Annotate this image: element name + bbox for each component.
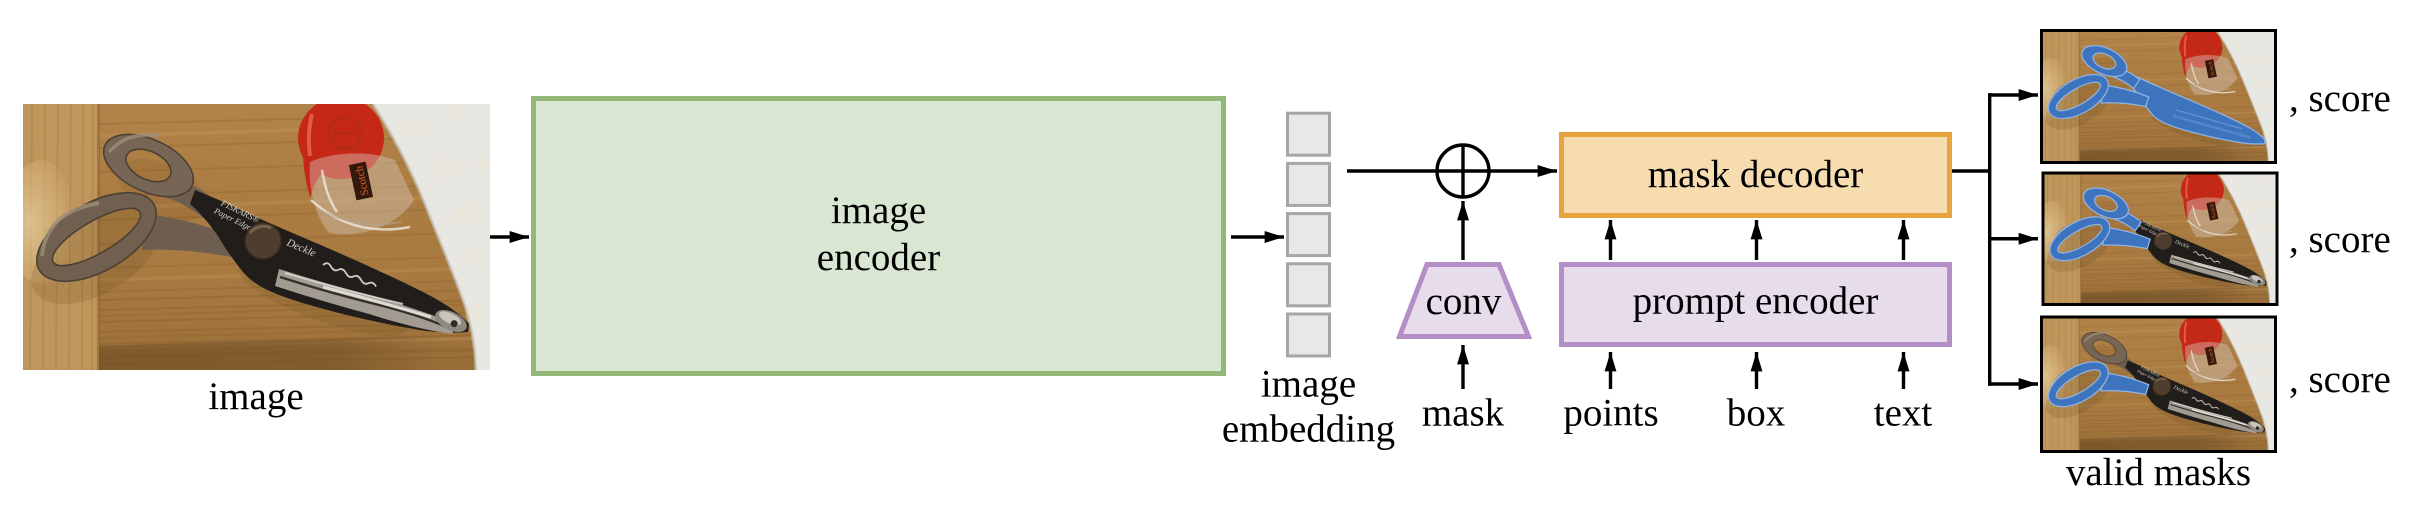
svg-text:, score: , score bbox=[2289, 77, 2391, 120]
svg-text:, score: , score bbox=[2289, 358, 2391, 401]
svg-text:conv: conv bbox=[1426, 280, 1502, 323]
svg-text:valid masks: valid masks bbox=[2066, 451, 2251, 494]
svg-text:box: box bbox=[1727, 392, 1786, 435]
svg-text:image: image bbox=[1261, 363, 1356, 406]
svg-text:, score: , score bbox=[2289, 218, 2391, 261]
svg-text:text: text bbox=[1874, 392, 1933, 435]
svg-text:image: image bbox=[831, 189, 926, 232]
svg-text:mask: mask bbox=[1422, 392, 1505, 435]
svg-text:points: points bbox=[1563, 392, 1658, 435]
svg-text:encoder: encoder bbox=[817, 236, 940, 279]
svg-text:embedding: embedding bbox=[1222, 408, 1395, 451]
svg-text:image: image bbox=[208, 375, 303, 418]
svg-text:prompt encoder: prompt encoder bbox=[1633, 280, 1879, 323]
svg-text:mask decoder: mask decoder bbox=[1648, 153, 1864, 196]
